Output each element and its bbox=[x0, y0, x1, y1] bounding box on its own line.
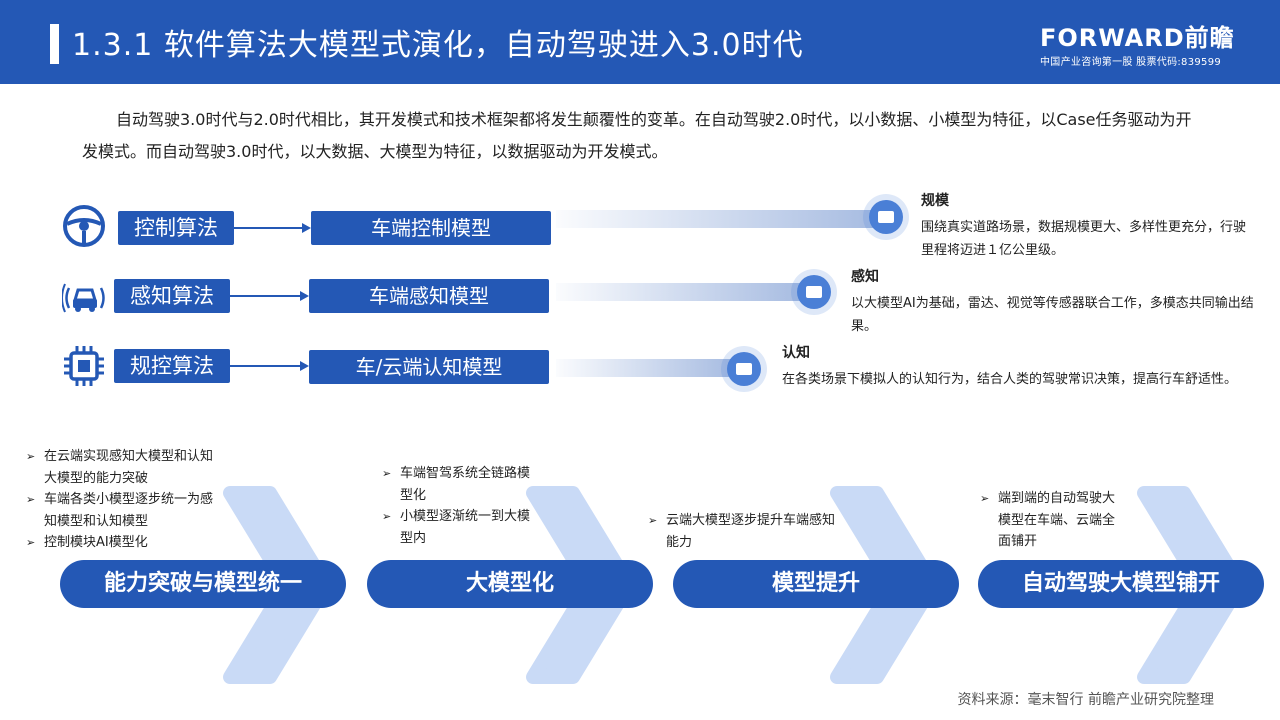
car-sensor-icon bbox=[61, 274, 108, 322]
arrow-head bbox=[300, 291, 309, 301]
chip-icon bbox=[62, 344, 106, 392]
stage-pill-4: 自动驾驶大模型铺开 bbox=[978, 560, 1264, 608]
model-label-cognition: 车/云端认知模型 bbox=[309, 350, 549, 384]
desc-title: 感知 bbox=[851, 269, 879, 285]
forward-logo: FORWARD前瞻 中国产业咨询第一股 股票代码:839599 bbox=[1040, 24, 1240, 68]
note-item: 控制模块AI模型化 bbox=[26, 532, 222, 554]
model-label-control: 车端控制模型 bbox=[311, 211, 551, 245]
algorithm-label-control: 控制算法 bbox=[118, 211, 234, 245]
logo-name: FORWARD前瞻 bbox=[1040, 24, 1235, 52]
arrow-head bbox=[302, 223, 311, 233]
desc-cognition: 认知 在各类场景下模拟人的认知行为，结合人类的驾驶常识决策，提高行车舒适性。 bbox=[782, 342, 1262, 391]
perception-bubble-icon bbox=[797, 275, 831, 309]
note-item: 云端大模型逐步提升车端感知能力 bbox=[648, 510, 838, 553]
scale-bubble-icon bbox=[869, 200, 903, 234]
title-accent-bar bbox=[50, 24, 59, 64]
header-banner: 1.3.1 软件算法大模型式演化，自动驾驶进入3.0时代 FORWARD前瞻 中… bbox=[0, 0, 1280, 84]
stage-pill-2: 大模型化 bbox=[367, 560, 653, 608]
stage-notes-2: 车端智驾系统全链路模型化 小模型逐渐统一到大模型内 bbox=[382, 463, 532, 549]
arrow-line bbox=[230, 365, 300, 367]
note-item: 在云端实现感知大模型和认知大模型的能力突破 bbox=[26, 446, 222, 489]
note-item: 车端各类小模型逐步统一为感知模型和认知模型 bbox=[26, 489, 222, 532]
stage-notes-1: 在云端实现感知大模型和认知大模型的能力突破 车端各类小模型逐步统一为感知模型和认… bbox=[26, 446, 222, 554]
gradient-connector bbox=[556, 283, 802, 301]
intro-paragraph: 自动驾驶3.0时代与2.0时代相比，其开发模式和技术框架都将发生颠覆性的变革。在… bbox=[82, 110, 1192, 161]
desc-text: 围绕真实道路场景，数据规模更大、多样性更充分，行驶里程将迈进１亿公里级。 bbox=[921, 220, 1247, 258]
model-label-perception: 车端感知模型 bbox=[309, 279, 549, 313]
steering-wheel-icon bbox=[62, 204, 106, 252]
algorithm-label-planning: 规控算法 bbox=[114, 349, 230, 383]
gradient-connector bbox=[556, 210, 874, 228]
source-note: 资料来源：毫末智行 前瞻产业研究院整理 bbox=[957, 692, 1214, 708]
gradient-connector bbox=[556, 359, 732, 377]
stage-pill-1: 能力突破与模型统一 bbox=[60, 560, 346, 608]
note-item: 小模型逐渐统一到大模型内 bbox=[382, 506, 532, 549]
arrow-line bbox=[234, 227, 302, 229]
stage-pill-3: 模型提升 bbox=[673, 560, 959, 608]
desc-scale: 规模 围绕真实道路场景，数据规模更大、多样性更充分，行驶里程将迈进１亿公里级。 bbox=[921, 190, 1257, 262]
desc-title: 认知 bbox=[782, 345, 810, 361]
algorithm-label-perception: 感知算法 bbox=[114, 279, 230, 313]
cognition-bubble-icon bbox=[727, 352, 761, 386]
desc-perception: 感知 以大模型AI为基础，雷达、视觉等传感器联合工作，多模态共同输出结果。 bbox=[851, 266, 1271, 338]
note-item: 车端智驾系统全链路模型化 bbox=[382, 463, 532, 506]
stage-notes-3: 云端大模型逐步提升车端感知能力 bbox=[648, 510, 838, 553]
logo-subtitle: 中国产业咨询第一股 股票代码:839599 bbox=[1040, 57, 1222, 68]
note-item: 端到端的自动驾驶大模型在车端、云端全面铺开 bbox=[980, 488, 1120, 553]
stage-notes-4: 端到端的自动驾驶大模型在车端、云端全面铺开 bbox=[980, 488, 1120, 553]
arrow-head bbox=[300, 361, 309, 371]
desc-title: 规模 bbox=[921, 193, 949, 209]
page-title: 1.3.1 软件算法大模型式演化，自动驾驶进入3.0时代 bbox=[72, 28, 804, 63]
desc-text: 在各类场景下模拟人的认知行为，结合人类的驾驶常识决策，提高行车舒适性。 bbox=[782, 372, 1238, 387]
desc-text: 以大模型AI为基础，雷达、视觉等传感器联合工作，多模态共同输出结果。 bbox=[851, 296, 1254, 334]
arrow-line bbox=[230, 295, 300, 297]
